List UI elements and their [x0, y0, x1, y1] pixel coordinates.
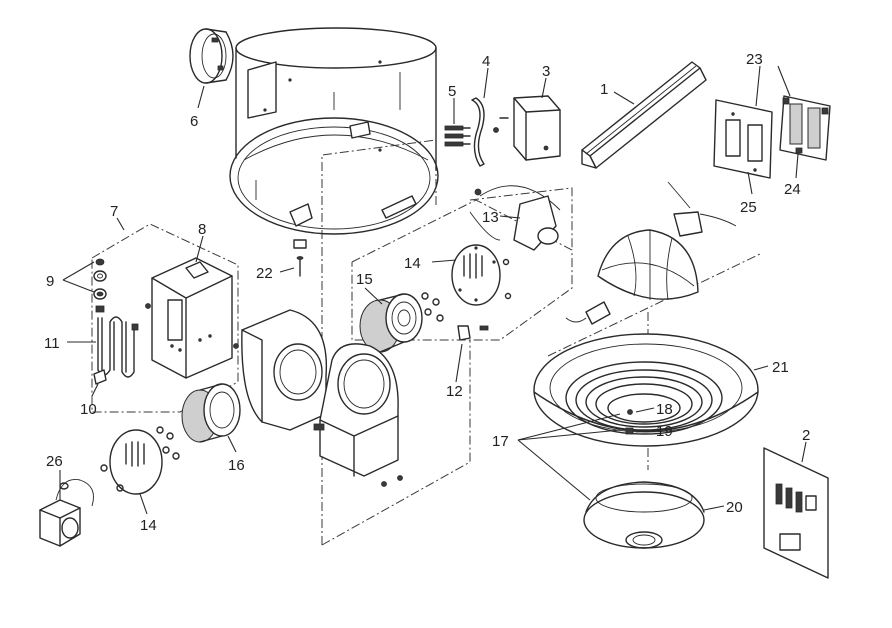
callout-16: 16	[228, 457, 245, 474]
part-11-heating-element	[95, 305, 139, 378]
part-24-switch-block	[779, 95, 831, 161]
part-2-wiring-label	[763, 447, 829, 579]
part-5-wire-connector	[444, 125, 471, 147]
callout-4: 4	[482, 53, 490, 70]
part-blower-scroll-left	[241, 309, 328, 431]
callout-12: 12	[446, 383, 463, 400]
callout-3: 3	[542, 63, 550, 80]
part-22-screw	[293, 239, 307, 277]
part-13-motor-harness	[469, 185, 561, 251]
part-light-reflector-dome	[597, 181, 737, 301]
callout-10: 10	[80, 401, 97, 418]
part-light-socket	[565, 301, 611, 325]
leader-lines	[59, 65, 807, 515]
callout-18: 18	[656, 401, 673, 418]
part-6-duct-collar	[189, 28, 234, 84]
callout-17: 17	[492, 433, 509, 450]
part-16-lower-blower-wheel	[156, 383, 241, 460]
part-26-heater-motor	[39, 478, 94, 547]
callout-26: 26	[46, 453, 63, 470]
part-10-clip	[93, 369, 107, 385]
part-9-grommets	[93, 258, 107, 300]
callout-25: 25	[740, 199, 757, 216]
callout-7: 7	[110, 203, 118, 220]
callout-2: 2	[802, 427, 810, 444]
callout-11: 11	[44, 335, 60, 352]
callout-5: 5	[448, 83, 456, 100]
part-housing-drum	[229, 27, 439, 235]
part-21-grille	[533, 333, 759, 447]
part-25-wall-plate	[713, 99, 773, 179]
callout-labels: 1 2 3 4 5 6 7 8 9 10 11 12 13 14 14 15 1…	[44, 51, 810, 534]
callout-21: 21	[772, 359, 789, 376]
part-8-control-box	[145, 257, 239, 379]
callout-15: 15	[356, 271, 373, 288]
part-15-upper-blower-wheel	[359, 293, 423, 353]
part-1-mounting-rail	[581, 61, 707, 169]
callout-19: 19	[656, 423, 673, 440]
callout-13: 13	[482, 209, 499, 226]
callout-9: 9	[46, 273, 54, 290]
part-12-hardware	[421, 258, 512, 341]
part-20-light-lens	[583, 481, 705, 549]
callout-8: 8	[198, 221, 206, 238]
callout-6: 6	[190, 113, 198, 130]
part-4-damper-plate	[471, 97, 509, 167]
callout-22: 22	[256, 265, 273, 282]
callout-20: 20	[726, 499, 743, 516]
callout-14-upper: 14	[404, 255, 421, 272]
part-14-lower-mounting-plate	[100, 429, 163, 495]
callout-24: 24	[784, 181, 801, 198]
callout-23: 23	[746, 51, 763, 68]
part-blower-scroll-right	[313, 343, 403, 487]
part-14-upper-mounting-plate	[451, 244, 501, 306]
callout-14-lower: 14	[140, 517, 157, 534]
callout-1: 1	[600, 81, 608, 98]
part-3-junction-box	[513, 95, 561, 161]
